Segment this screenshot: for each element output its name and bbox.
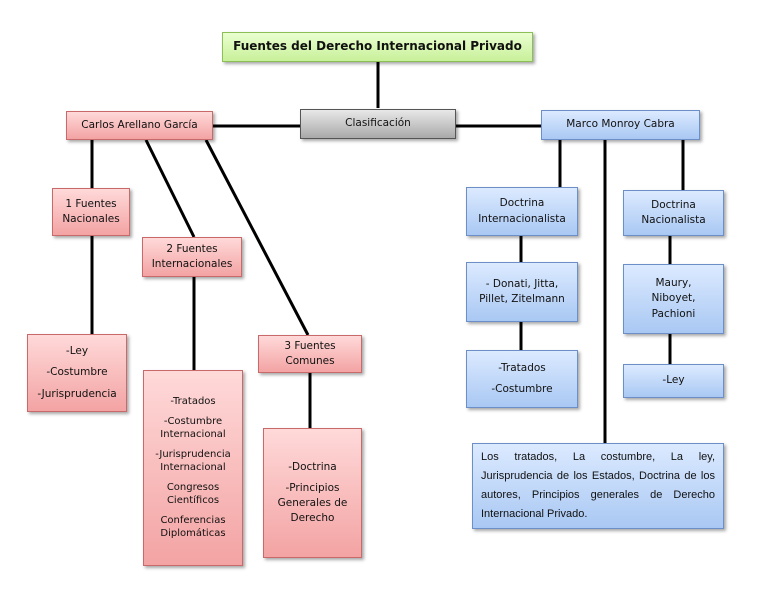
list-item: -Jurisprudencia: [37, 387, 117, 400]
list-item: -Doctrina: [288, 460, 337, 473]
summary-box: Los tratados, La costumbre, La ley, Juri…: [472, 443, 724, 529]
list-item: -Principios Generales de Derecho: [277, 481, 348, 525]
list-item: -Ley: [662, 374, 685, 387]
fuentes-nacionales-node: 1 Fuentes Nacionales: [52, 188, 130, 236]
doctrina-internacionalista-node: Doctrina Internacionalista: [466, 187, 578, 236]
fuentes-internacionales-list: -Tratados -Costumbre Internacional -Juri…: [143, 370, 243, 566]
list-item: -Ley: [65, 345, 89, 358]
nacionalista-authors: Maury, Niboyet, Pachioni: [623, 264, 724, 334]
list-item: -Costumbre: [46, 366, 108, 379]
fuentes-comunes-node: 3 Fuentes Comunes: [258, 335, 362, 373]
author-node-monroy: Marco Monroy Cabra: [541, 110, 700, 140]
fuentes-internacionales-node: 2 Fuentes Internacionales: [142, 237, 242, 277]
list-item: -Tratados: [498, 361, 546, 374]
doctrina-nacionalista-node: Doctrina Nacionalista: [623, 190, 724, 236]
internacionalista-authors: - Donati, Jitta, Pillet, Zitelmann: [466, 262, 578, 322]
classification-node: Clasificación: [300, 109, 456, 139]
list-item: Conferencias Diplomáticas: [160, 514, 226, 540]
list-item: -Tratados: [170, 396, 216, 408]
diagram-title: Fuentes del Derecho Internacional Privad…: [222, 32, 533, 62]
internacionalista-list: -Tratados -Costumbre: [466, 350, 578, 408]
nacionalista-list: -Ley: [623, 364, 724, 398]
fuentes-nacionales-list: -Ley -Costumbre -Jurisprudencia: [27, 334, 127, 412]
fuentes-comunes-list: -Doctrina -Principios Generales de Derec…: [263, 428, 362, 558]
list-item: -Costumbre: [491, 383, 553, 395]
list-item: -Costumbre Internacional: [160, 415, 226, 441]
author-node-arellano: Carlos Arellano García: [66, 111, 213, 140]
list-item: Congresos Científicos: [166, 481, 220, 507]
list-item: -Jurisprudencia Internacional: [155, 448, 231, 474]
